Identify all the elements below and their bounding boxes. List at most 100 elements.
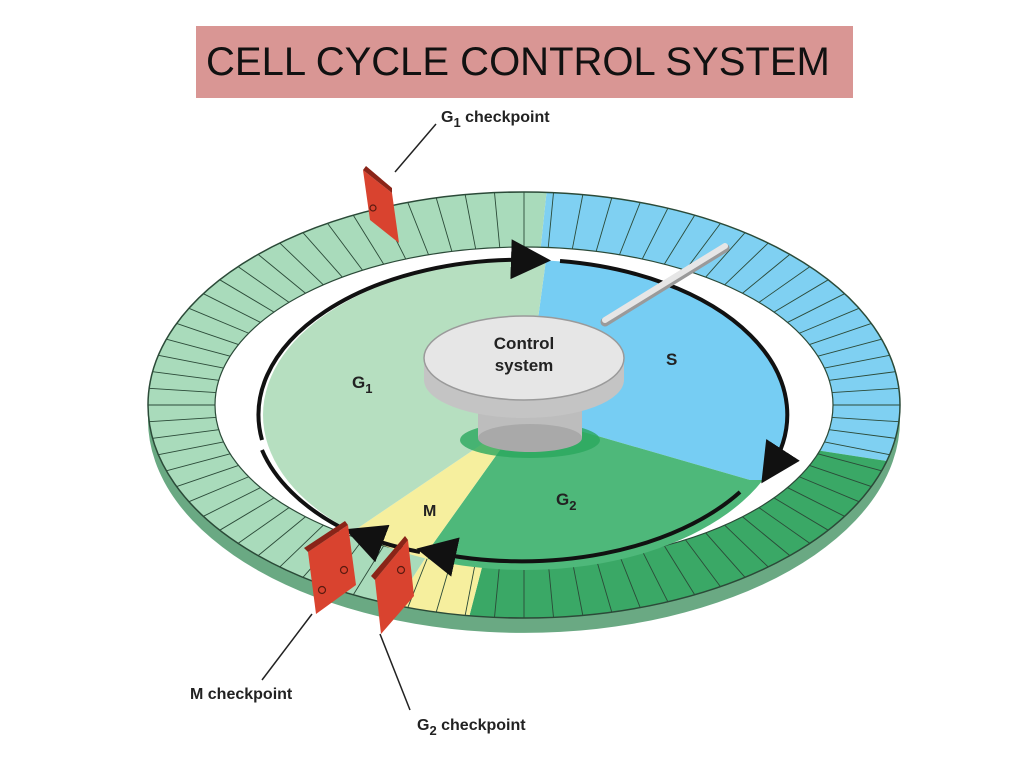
ring-divider (237, 266, 290, 303)
ring-divider (257, 516, 306, 556)
arrow-m-return (260, 449, 341, 529)
ring-divider (619, 202, 641, 255)
ring-divider (219, 497, 275, 531)
ring-divider (799, 307, 860, 334)
m-checkpoint-gate (308, 525, 356, 614)
phase-g2-label: G2 (556, 490, 576, 513)
g2-checkpoint-hinge (396, 565, 406, 575)
control-label-line1: Control (494, 334, 554, 353)
ring-divider (166, 338, 231, 357)
g1-checkpoint-gate-top (363, 166, 392, 193)
arrow-s-to-g2 (559, 259, 800, 484)
ring-divider (773, 497, 829, 531)
ring-divider (149, 416, 216, 423)
ring-divider (279, 524, 324, 568)
ring-divider (571, 560, 584, 616)
ring-divider (663, 545, 696, 596)
ring-divider (152, 371, 219, 381)
ring-divider (547, 562, 554, 618)
phase-g1-label: G1 (352, 373, 372, 396)
ring-divider (464, 560, 477, 616)
ring-divider (809, 323, 872, 345)
ring-divider (158, 441, 224, 456)
phase-s-label: S (666, 350, 677, 369)
control-system-dial: Control system (423, 243, 730, 458)
dial-top (423, 315, 625, 401)
g2-checkpoint-gate-top (371, 536, 408, 580)
ring-divider (824, 354, 890, 369)
ring-divider (407, 202, 429, 255)
ring-divider (724, 524, 769, 568)
ring-divider (149, 387, 216, 394)
ring-divider (824, 441, 890, 456)
m-checkpoint-hinge (317, 585, 327, 595)
g1-checkpoint-hinge (369, 204, 377, 212)
ring-divider (302, 232, 343, 278)
m-checkpoint-leader (261, 613, 313, 681)
ring-divider (663, 214, 696, 265)
ring-divider (641, 550, 669, 602)
ring-divider (176, 465, 239, 487)
ring-divider (464, 194, 477, 250)
ring-divider (685, 223, 721, 271)
ring-divider (799, 476, 860, 503)
ring-divider (832, 387, 899, 394)
ring-divider (176, 323, 239, 345)
ring-divider (166, 453, 231, 472)
g1-checkpoint-barrier (363, 123, 437, 243)
ring-divider (817, 453, 882, 472)
ring-divider (758, 507, 811, 544)
m-checkpoint-hinge-2 (339, 565, 349, 575)
ring-divider (641, 208, 669, 260)
ring-divider (619, 555, 641, 608)
ring-divider (758, 266, 811, 303)
ring-divider (219, 279, 275, 313)
ring-divider (158, 354, 224, 369)
ring-divider (832, 416, 899, 423)
arrow-g1-to-s (256, 239, 551, 441)
g2-checkpoint-barrier (371, 536, 414, 711)
ring-divider (809, 465, 872, 487)
ring-divider (152, 429, 219, 439)
m-checkpoint-gate-top (304, 521, 348, 552)
ring-divider (188, 307, 249, 334)
g1-checkpoint-label: G1 checkpoint (441, 109, 550, 130)
title-banner: CELL CYCLE CONTROL SYSTEM (196, 26, 853, 98)
ring-divider (237, 507, 290, 544)
g2-checkpoint-gate (375, 540, 414, 634)
g2-checkpoint-leader (379, 633, 411, 711)
ring-divider (203, 487, 261, 517)
m-checkpoint-label: M checkpoint (190, 686, 293, 703)
ring-divider (494, 192, 501, 248)
ring-divider (742, 254, 791, 294)
ring-divider (787, 293, 845, 323)
arrow-g2-to-m (416, 490, 742, 577)
ring-divider (705, 232, 746, 278)
ring-divider (494, 562, 501, 618)
ring-divider (571, 194, 584, 250)
ring-divider (595, 197, 613, 252)
ring-divider (203, 293, 261, 323)
ring-divider (817, 338, 882, 357)
ring-divider (705, 532, 746, 578)
dial-stem-base (478, 424, 582, 452)
page-title: CELL CYCLE CONTROL SYSTEM (206, 39, 830, 84)
m-checkpoint-barrier (261, 521, 356, 681)
g2-checkpoint-label: G2 checkpoint (417, 717, 526, 738)
g1-checkpoint-gate (363, 170, 399, 243)
dial-pointer (602, 243, 728, 323)
ring-divider (257, 254, 306, 294)
g1-checkpoint-leader (394, 123, 437, 173)
ring-divider (773, 279, 829, 313)
ring-divider (327, 223, 363, 271)
ring-divider (547, 192, 554, 248)
phase-m-label: M (423, 503, 436, 520)
ring-divider (685, 539, 721, 587)
ring-divider (829, 429, 896, 439)
ring-divider (787, 487, 845, 517)
ring-divider (352, 214, 385, 265)
ring-divider (279, 242, 324, 286)
arrow-m-to-g1 (345, 524, 421, 563)
ring-divider (724, 242, 769, 286)
